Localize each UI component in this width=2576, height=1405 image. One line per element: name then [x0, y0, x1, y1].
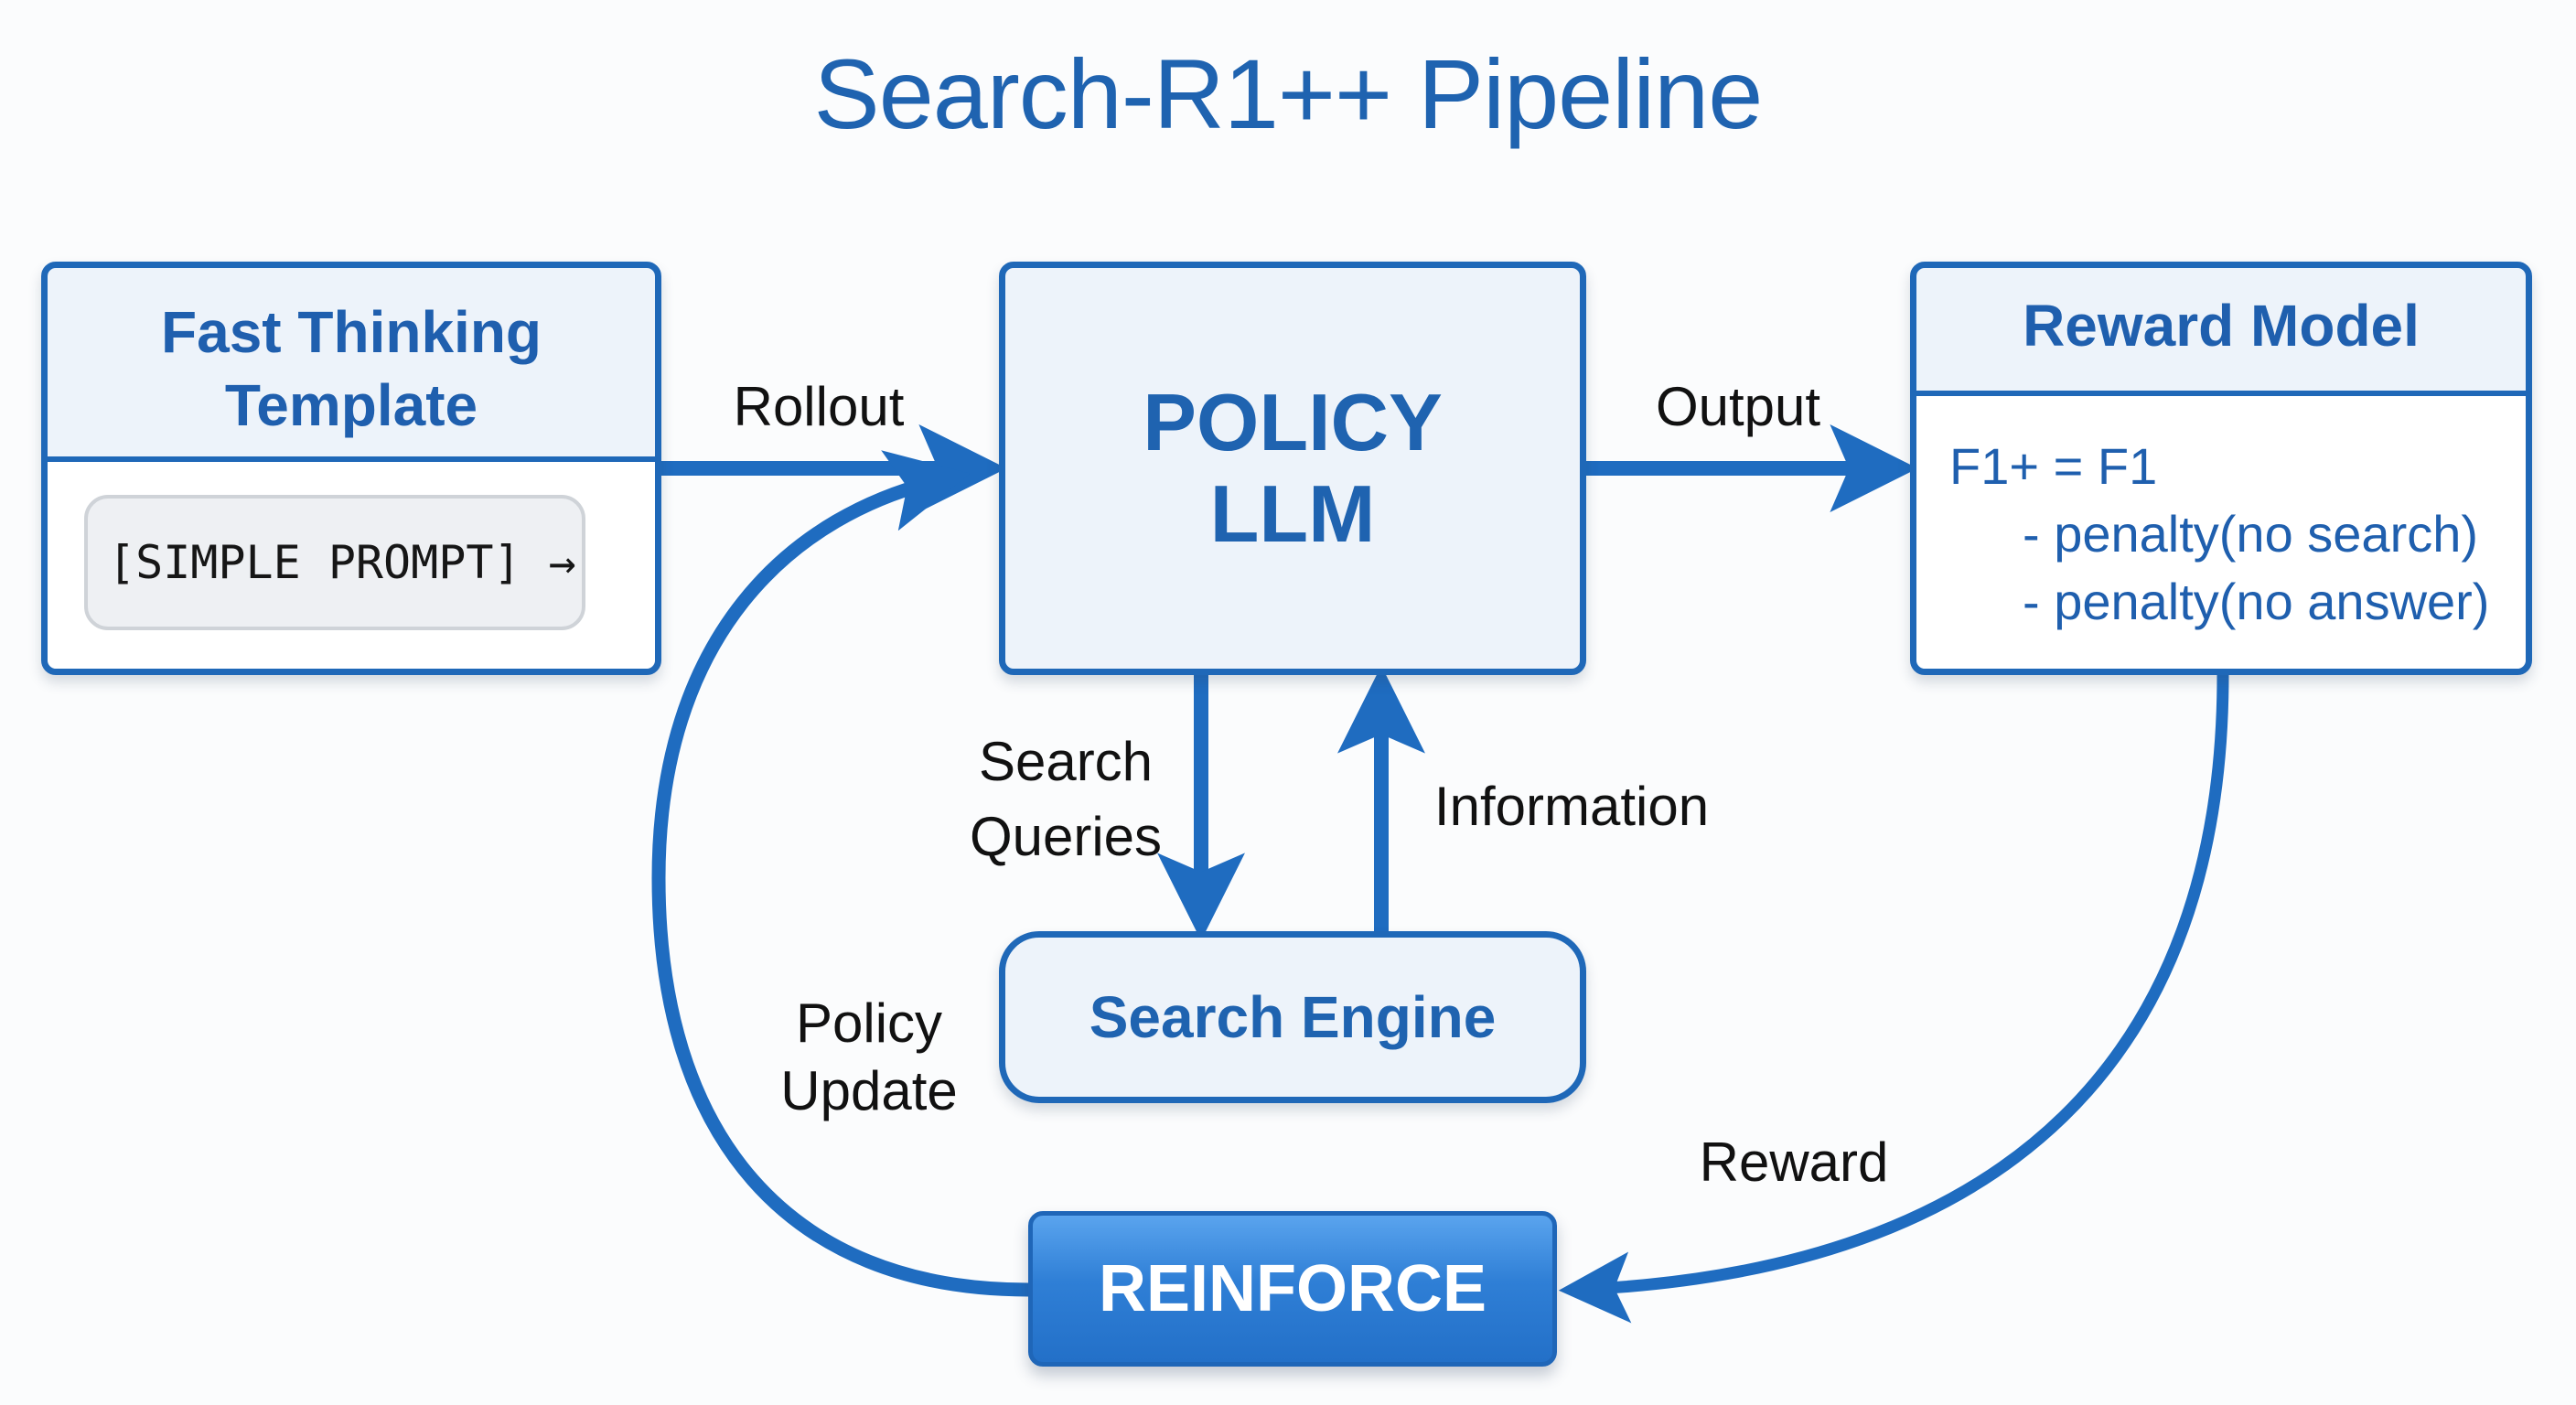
title-line: Template [224, 372, 478, 438]
reward-term: - penalty(no search) [2023, 505, 2479, 563]
reward-label: Reward [1699, 1132, 1889, 1193]
page-title: Search-R1++ Pipeline [813, 38, 1764, 149]
fast-thinking-template-title: Fast Thinking Template [48, 268, 655, 462]
reward-arrow [1558, 674, 2229, 1324]
reward-formula: F1+ = F1 [1949, 437, 2158, 495]
label-line: Search [978, 731, 1154, 792]
search-queries-label: Search Queries [951, 728, 1180, 871]
search-engine-label: Search Engine [1089, 984, 1497, 1050]
information-label: Information [1433, 776, 1710, 837]
simple-prompt-chip[interactable]: [SIMPLE PROMPT] → [84, 495, 585, 630]
reward-model-node[interactable]: Reward Model F1+ = F1 - penalty(no searc… [1910, 262, 2532, 675]
title-line: Fast Thinking [161, 299, 542, 365]
rollout-label: Rollout [733, 376, 905, 437]
reward-term: - penalty(no answer) [2023, 573, 2490, 630]
label-line: Update [780, 1060, 958, 1121]
policy-llm-node[interactable]: POLICY LLM [999, 262, 1586, 675]
search-engine-node[interactable]: Search Engine [999, 931, 1586, 1103]
label-line: Queries [969, 806, 1163, 867]
fast-thinking-template-node[interactable]: Fast Thinking Template [SIMPLE PROMPT] → [41, 262, 661, 675]
policy-update-arrow [651, 450, 1029, 1297]
output-label: Output [1655, 376, 1821, 437]
fast-thinking-template-body: [SIMPLE PROMPT] → [48, 462, 655, 669]
policy-update-label: Policy Update [759, 990, 979, 1125]
label-line: Policy [795, 992, 943, 1054]
reward-model-body: F1+ = F1 - penalty(no search) - penalty(… [1916, 396, 2526, 669]
policy-llm-label-line2: LLM [1209, 468, 1376, 559]
reinforce-label: REINFORCE [1098, 1252, 1487, 1325]
reward-model-title: Reward Model [1916, 268, 2526, 396]
reinforce-node[interactable]: REINFORCE [1028, 1211, 1557, 1367]
policy-llm-label-line1: POLICY [1143, 377, 1443, 467]
